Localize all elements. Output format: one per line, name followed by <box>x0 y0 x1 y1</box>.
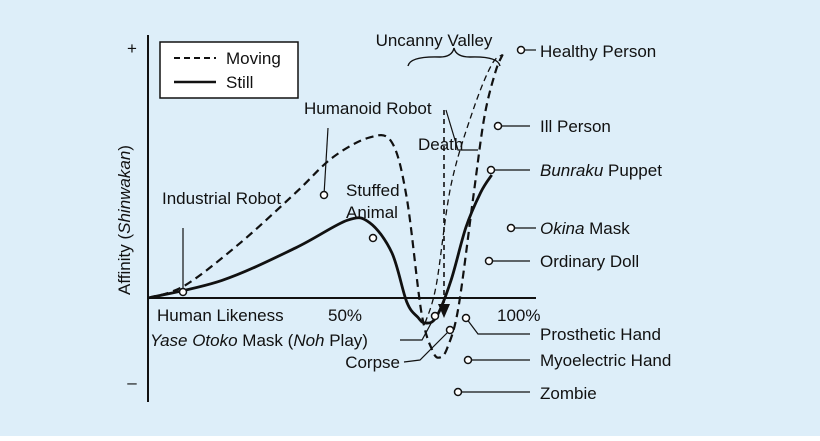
annotation-humanoid-robot: Humanoid Robot <box>304 99 432 118</box>
marker-zombie <box>453 387 463 397</box>
annotation-okina-mask-part-0: Okina <box>540 219 584 238</box>
marker-bunraku-puppet <box>486 165 496 175</box>
still-series-line <box>147 174 493 325</box>
leader-humanoid-robot <box>323 127 329 196</box>
annotation-okina-mask-part-1: Mask <box>584 219 630 238</box>
marker-ordinary-doll <box>484 256 494 266</box>
chart-title: Uncanny Valley <box>376 31 493 50</box>
annotation-corpse-part-0: Corpse <box>345 353 400 372</box>
marker-stuffed-animal <box>368 233 378 243</box>
y-axis-label: Affinity (Shinwakan) <box>115 145 134 295</box>
annotation-yase-otoko-mask-part-0: Yase Otoko <box>150 331 238 350</box>
annotation-healthy-person-part-0: Healthy Person <box>540 42 656 61</box>
marker-prosthetic-hand <box>461 313 471 323</box>
annotation-yase-otoko-mask-part-2: Noh <box>293 331 324 350</box>
annotation-stuffed-animal-1-part-0: Stuffed <box>346 181 400 200</box>
annotation-stuffed-animal-2-part-0: Animal <box>346 203 398 222</box>
leader-prosthetic-hand <box>465 317 530 335</box>
x-tick-50: 50% <box>328 306 362 325</box>
leader-corpse <box>403 329 451 363</box>
annotation-humanoid-robot-part-0: Humanoid Robot <box>304 99 432 118</box>
marker-myoelectric-hand <box>463 355 473 365</box>
annotation-bunraku-puppet: Bunraku Puppet <box>540 161 662 180</box>
annotation-okina-mask: Okina Mask <box>540 219 630 238</box>
annotation-death: Death <box>418 135 463 154</box>
annotation-industrial-robot: Industrial Robot <box>162 189 281 208</box>
leader-death <box>445 109 478 151</box>
annotation-bunraku-puppet-part-0: Bunraku <box>540 161 604 180</box>
annotation-yase-otoko-mask: Yase Otoko Mask (Noh Play) <box>150 331 368 350</box>
marker-healthy-person <box>516 45 526 55</box>
annotation-stuffed-animal-line1: Stuffed <box>346 181 400 200</box>
marker-ill-person <box>493 121 503 131</box>
legend-box <box>159 41 299 99</box>
annotation-prosthetic-hand: Prosthetic Hand <box>540 325 661 344</box>
annotation-stuffed-animal-line2: Animal <box>346 203 398 222</box>
leader-yase-otoko <box>400 315 436 341</box>
annotation-ordinary-doll: Ordinary Doll <box>540 252 639 271</box>
annotation-prosthetic-hand-part-0: Prosthetic Hand <box>540 325 661 344</box>
marker-yase-otoko <box>430 311 440 321</box>
legend-still-label: Still <box>226 73 253 92</box>
annotation-yase-otoko-mask-part-1: Mask ( <box>238 331 294 350</box>
y-tick-plus: + <box>127 39 137 58</box>
x-tick-100: 100% <box>497 306 540 325</box>
marker-industrial-robot <box>178 287 188 297</box>
leader-lines <box>182 49 536 393</box>
y-tick-minus: – <box>127 373 137 392</box>
x-axis-label: Human Likeness <box>157 306 284 325</box>
annotation-zombie: Zombie <box>540 384 597 403</box>
marker-humanoid-robot <box>319 190 329 200</box>
point-markers <box>178 45 526 397</box>
annotation-corpse: Corpse <box>345 353 400 372</box>
marker-corpse <box>445 325 455 335</box>
annotation-yase-otoko-mask-part-3: Play) <box>325 331 368 350</box>
uncanny-valley-bracket <box>407 47 501 67</box>
annotation-myoelectric-hand-part-0: Myoelectric Hand <box>540 351 671 370</box>
annotation-ill-person: Ill Person <box>540 117 611 136</box>
annotation-ordinary-doll-part-0: Ordinary Doll <box>540 252 639 271</box>
annotation-zombie-part-0: Zombie <box>540 384 597 403</box>
moving-series-line <box>147 54 504 359</box>
marker-okina-mask <box>506 223 516 233</box>
annotation-ill-person-part-0: Ill Person <box>540 117 611 136</box>
annotation-bunraku-puppet-part-1: Puppet <box>603 161 662 180</box>
annotation-industrial-robot-part-0: Industrial Robot <box>162 189 281 208</box>
death-arrow-head <box>438 304 450 318</box>
legend-moving-label: Moving <box>226 49 281 68</box>
annotation-healthy-person: Healthy Person <box>540 42 656 61</box>
annotation-death-part-0: Death <box>418 135 463 154</box>
annotation-myoelectric-hand: Myoelectric Hand <box>540 351 671 370</box>
